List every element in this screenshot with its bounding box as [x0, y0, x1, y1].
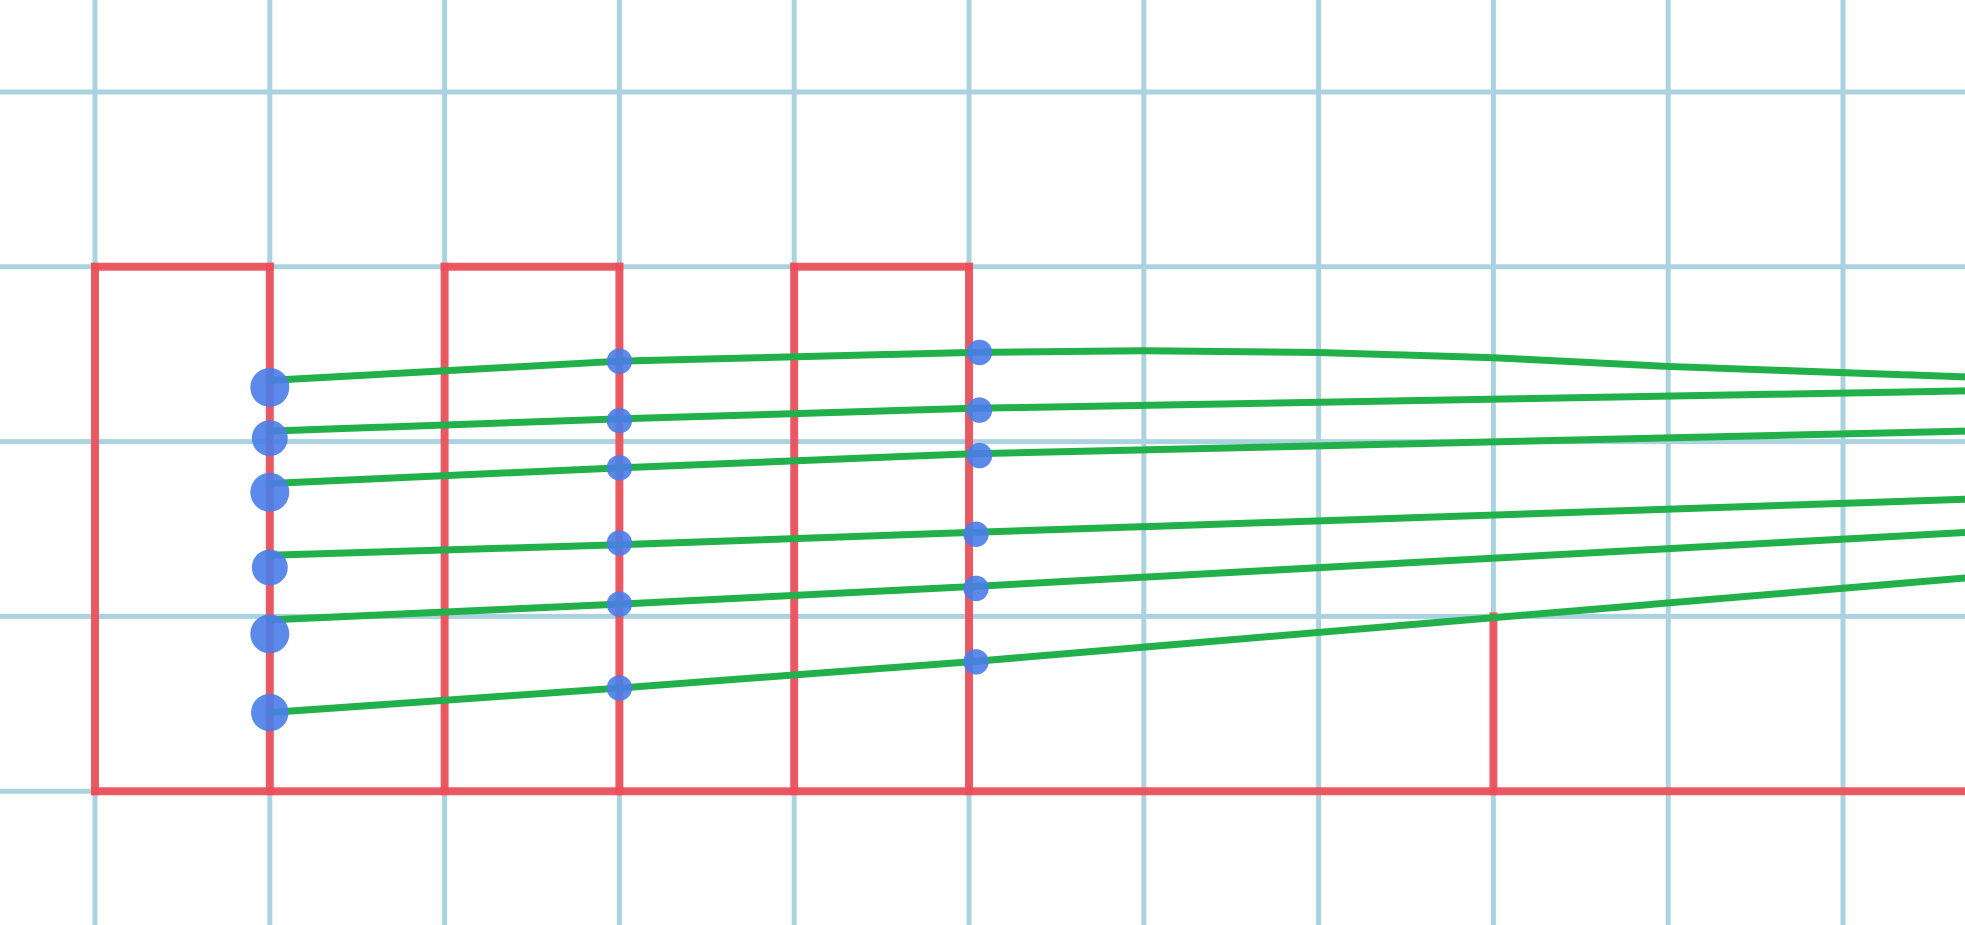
- node-col5-3[interactable]: [966, 442, 993, 469]
- string-4: [266, 495, 1965, 559]
- green-strings: [266, 347, 1965, 717]
- node-col5-5[interactable]: [963, 575, 989, 602]
- node-col1-4[interactable]: [251, 549, 288, 586]
- node-col3-2[interactable]: [606, 407, 633, 434]
- string-6: [266, 574, 1965, 717]
- node-col3-3[interactable]: [606, 455, 633, 481]
- node-col5-1[interactable]: [966, 339, 993, 366]
- node-col1-6[interactable]: [251, 693, 289, 732]
- node-col5-6[interactable]: [963, 649, 989, 675]
- node-col5-2[interactable]: [966, 397, 993, 423]
- string-1: [266, 347, 1965, 384]
- node-col1-5[interactable]: [250, 614, 290, 654]
- node-col1-3[interactable]: [250, 472, 290, 512]
- node-col3-1[interactable]: [606, 348, 633, 374]
- node-col5-4[interactable]: [963, 521, 989, 547]
- node-col3-5[interactable]: [606, 591, 633, 617]
- node-col3-4[interactable]: [606, 530, 633, 556]
- node-col1-2[interactable]: [251, 420, 288, 457]
- string-2: [266, 387, 1965, 435]
- node-col1-1[interactable]: [250, 367, 290, 407]
- blue-nodes: [250, 339, 993, 732]
- node-col3-6[interactable]: [606, 675, 633, 701]
- string-5: [266, 529, 1965, 624]
- string-3: [266, 427, 1965, 488]
